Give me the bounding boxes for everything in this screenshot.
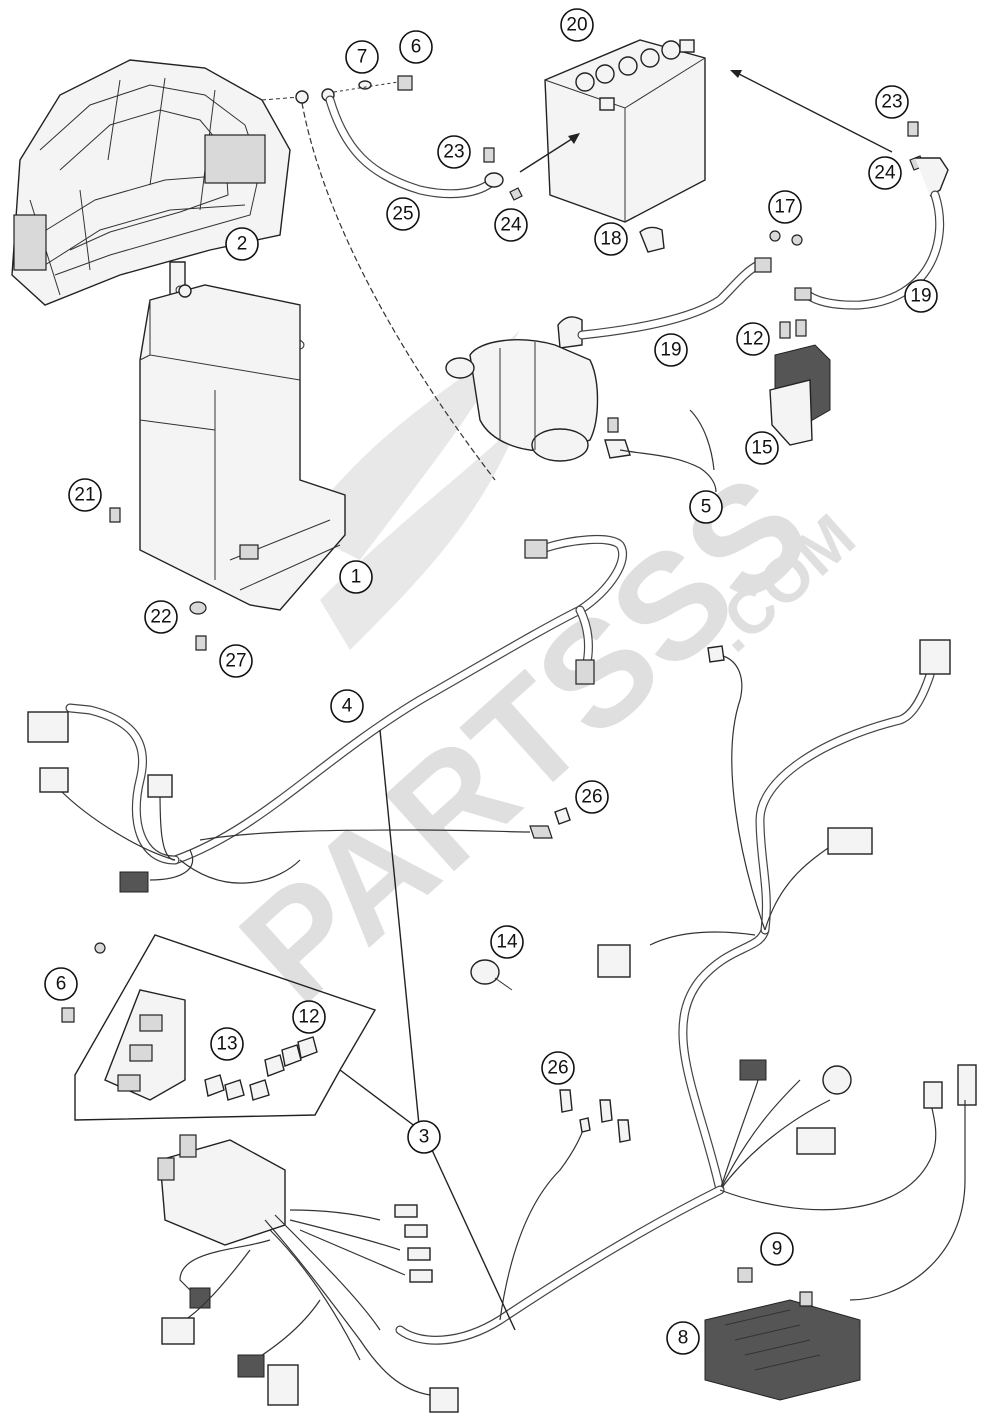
- callout-12: 12: [736, 322, 770, 356]
- wiring-harness-right: [395, 639, 977, 1345]
- cable-clip: [470, 959, 513, 991]
- callout-7: 7: [345, 40, 379, 74]
- svg-text:24: 24: [500, 215, 522, 236]
- fuse-icon: [779, 321, 791, 339]
- callout-15: 15: [745, 431, 779, 465]
- callout-24: 24: [494, 208, 528, 242]
- starter-relay: [769, 319, 831, 446]
- svg-text:26: 26: [547, 1058, 568, 1079]
- callout-19: 19: [654, 333, 688, 367]
- callout-27: 27: [219, 644, 253, 678]
- svg-text:1: 1: [351, 567, 362, 588]
- callout-13: 13: [210, 1027, 244, 1061]
- svg-text:19: 19: [910, 286, 931, 307]
- callout-12: 12: [292, 1000, 326, 1034]
- callout-21: 21: [68, 478, 102, 512]
- fuse-icon: [795, 319, 807, 337]
- callout-6: 6: [399, 30, 433, 64]
- battery: [519, 39, 893, 223]
- screw-icon: [109, 507, 121, 523]
- svg-text:20: 20: [566, 15, 587, 36]
- terminal-pins: [559, 1089, 631, 1143]
- svg-text:27: 27: [225, 651, 246, 672]
- ignition-unit: [157, 1134, 459, 1413]
- svg-text:2: 2: [237, 234, 248, 255]
- bolt-icon: [397, 75, 413, 91]
- svg-text:14: 14: [496, 932, 518, 953]
- svg-text:25: 25: [392, 204, 413, 225]
- terminal-icon: [707, 645, 725, 663]
- callout-20: 20: [560, 8, 594, 42]
- battery-box: [109, 284, 346, 651]
- screw-icon: [195, 635, 207, 651]
- battery-cable-assembly: [295, 75, 504, 481]
- callout-6: 6: [44, 967, 78, 1001]
- svg-text:21: 21: [74, 485, 95, 506]
- svg-text:9: 9: [772, 1239, 783, 1260]
- fuse-box-inset: [61, 934, 421, 1131]
- bolt-icon: [483, 147, 495, 163]
- battery-hardware: [483, 121, 949, 310]
- callout-25: 25: [386, 197, 420, 231]
- callout-9: 9: [760, 1232, 794, 1266]
- callout-5: 5: [689, 490, 723, 524]
- svg-text:24: 24: [874, 163, 896, 184]
- callout-17: 17: [768, 190, 802, 224]
- svg-text:15: 15: [751, 438, 772, 459]
- svg-text:6: 6: [56, 974, 67, 995]
- starter-motor: [445, 339, 717, 493]
- svg-text:8: 8: [678, 1328, 689, 1349]
- svg-text:6: 6: [411, 37, 422, 58]
- starter-cable: [557, 257, 772, 349]
- svg-text:12: 12: [298, 1007, 319, 1028]
- frame: [11, 59, 301, 306]
- callout-labels: 20 7 6 23 23 24 24 25 17 18 19 19 12 15 …: [44, 8, 938, 1355]
- svg-text:4: 4: [342, 696, 353, 717]
- leader-lines: [379, 729, 516, 1331]
- callout-23: 23: [875, 85, 909, 119]
- callout-1: 1: [339, 560, 373, 594]
- callout-14: 14: [490, 925, 524, 959]
- terminal-cap: [639, 226, 665, 253]
- callout-19: 19: [904, 279, 938, 313]
- svg-text:18: 18: [600, 229, 621, 250]
- callout-26: 26: [575, 780, 609, 814]
- svg-text:13: 13: [216, 1034, 237, 1055]
- screw-icon: [737, 1267, 753, 1283]
- callout-22: 22: [144, 600, 178, 634]
- svg-text:5: 5: [701, 497, 712, 518]
- washer-icon: [358, 80, 372, 90]
- callout-23: 23: [437, 135, 471, 169]
- nut-icon: [94, 942, 106, 954]
- svg-text:7: 7: [357, 47, 368, 68]
- svg-text:22: 22: [150, 607, 171, 628]
- grommet-icon: [189, 601, 207, 615]
- callout-4: 4: [330, 689, 364, 723]
- svg-text:26: 26: [581, 787, 602, 808]
- callout-2: 2: [225, 227, 259, 261]
- screw-icon: [799, 1291, 813, 1307]
- terminal-bolts: [639, 226, 803, 253]
- svg-text:17: 17: [774, 197, 795, 218]
- svg-text:23: 23: [881, 92, 902, 113]
- callout-24: 24: [868, 156, 902, 190]
- wiring-harness: [27, 535, 628, 893]
- bolt-icon: [907, 121, 919, 137]
- svg-text:23: 23: [443, 142, 464, 163]
- nut-icon: [509, 187, 523, 201]
- callout-8: 8: [666, 1321, 700, 1355]
- callout-3: 3: [407, 1120, 441, 1154]
- bolt-head-icon: [791, 234, 803, 246]
- svg-text:19: 19: [660, 340, 681, 361]
- svg-text:3: 3: [419, 1127, 430, 1148]
- terminal-icon: [554, 807, 571, 825]
- callout-26: 26: [541, 1051, 575, 1085]
- voltage-regulator: [704, 1267, 861, 1401]
- bolt-head-icon: [769, 230, 781, 242]
- nut-icon: [61, 1007, 75, 1023]
- svg-text:12: 12: [742, 329, 763, 350]
- callout-18: 18: [594, 222, 628, 256]
